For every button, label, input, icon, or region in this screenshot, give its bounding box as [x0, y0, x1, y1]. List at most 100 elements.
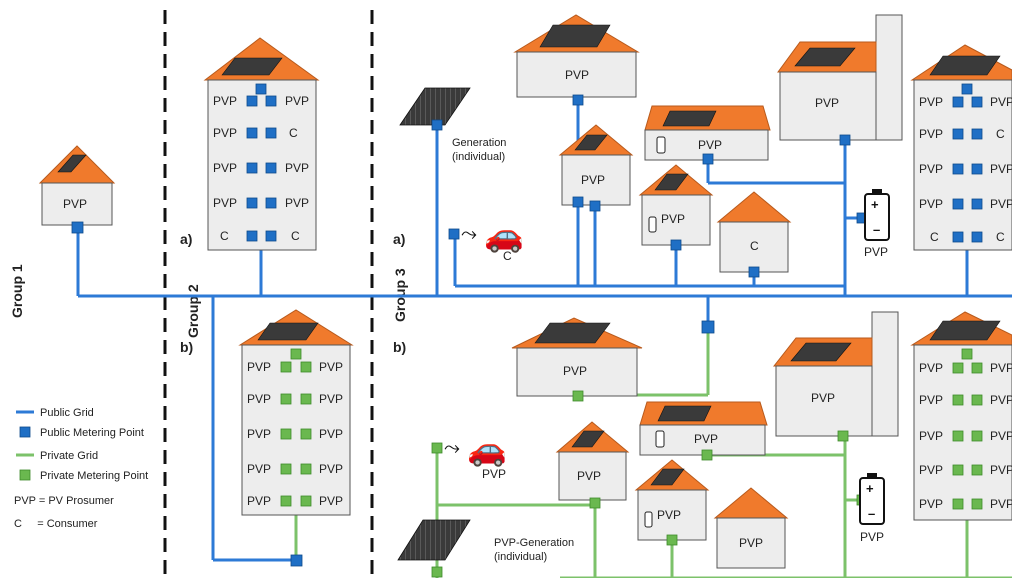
svg-text:PVP: PVP — [864, 245, 888, 259]
svg-text:PVP: PVP — [919, 393, 943, 407]
svg-text:PVP: PVP — [285, 94, 309, 108]
svg-text:PVP: PVP — [698, 138, 722, 152]
svg-text:PVP: PVP — [919, 463, 943, 477]
group3a-battery-storage: + – PVP — [856, 189, 890, 259]
ev-label-pvp: PVP — [482, 467, 506, 481]
svg-text:PVP: PVP — [565, 68, 589, 82]
svg-text:PVP: PVP — [919, 162, 943, 176]
svg-text:PVP: PVP — [990, 361, 1012, 375]
svg-text:PVP: PVP — [919, 127, 943, 141]
svg-text:PVP: PVP — [990, 463, 1012, 477]
svg-text:+: + — [871, 197, 879, 212]
solar-panel-field-group3a: Generation (individual) — [399, 87, 506, 163]
group-2-label: Group 2 — [185, 284, 201, 338]
group3a-house-consumer: C — [716, 191, 792, 278]
public-metering-point-group3b — [701, 320, 715, 334]
svg-text:PVP: PVP — [919, 429, 943, 443]
svg-text:PVP: PVP — [319, 360, 343, 374]
svg-text:PVP: PVP — [811, 391, 835, 405]
svg-text:C: C — [996, 127, 1005, 141]
ev-charger-group3b: ⤳ 🚗 PVP — [431, 430, 507, 481]
svg-text:PVP: PVP — [581, 173, 605, 187]
battery-icon — [655, 430, 665, 448]
battery-icon — [648, 216, 657, 233]
svg-text:PVP: PVP — [577, 469, 601, 483]
svg-text:PVP: PVP — [919, 95, 943, 109]
group3b-house-pvp: PVP — [713, 487, 789, 569]
ev-label-c: C — [503, 249, 512, 263]
pvp-generation-label-1: PVP-Generation — [494, 537, 574, 549]
group2a-metering-points — [246, 83, 277, 242]
plug-icon: ⤳ — [461, 221, 477, 245]
svg-text:PVP: PVP — [247, 462, 271, 476]
svg-text:PVP: PVP — [213, 161, 237, 175]
svg-text:PVP: PVP — [739, 536, 763, 550]
group3a-factory: PVP — [777, 14, 903, 146]
svg-text:PVP: PVP — [860, 530, 884, 544]
ev-charger-group3a: ⤳ 🚗 C — [448, 216, 524, 263]
legend-pvp-definition: PVP = PV Prosumer — [14, 495, 114, 507]
svg-text:PVP: PVP — [919, 497, 943, 511]
svg-text:PVP: PVP — [247, 427, 271, 441]
svg-text:PVP: PVP — [319, 494, 343, 508]
group2b-metering-points — [280, 348, 312, 567]
group3-b-label: b) — [393, 339, 406, 355]
svg-text:PVP: PVP — [319, 392, 343, 406]
legend-private-grid: Private Grid — [40, 450, 98, 462]
svg-text:–: – — [868, 506, 875, 521]
svg-text:PVP: PVP — [694, 432, 718, 446]
legend: Public Grid Public Metering Point Privat… — [14, 407, 148, 530]
svg-text:PVP: PVP — [319, 462, 343, 476]
svg-text:PVP: PVP — [319, 427, 343, 441]
battery-icon — [644, 511, 653, 528]
svg-text:PVP: PVP — [919, 361, 943, 375]
group1-house-label: PVP — [63, 197, 87, 211]
svg-text:PVP: PVP — [661, 212, 685, 226]
group3a-house-battery: PVP — [644, 105, 771, 165]
group3b-house-small-battery: PVP — [634, 459, 710, 546]
svg-text:PVP: PVP — [990, 162, 1012, 176]
legend-private-metering-point: Private Metering Point — [40, 470, 148, 482]
group3b-factory: PVP — [772, 311, 899, 442]
svg-text:PVP: PVP — [990, 197, 1012, 211]
group2-a-label: a) — [180, 231, 192, 247]
svg-text:PVP: PVP — [990, 429, 1012, 443]
svg-text:C: C — [750, 239, 759, 253]
svg-text:PVP: PVP — [247, 494, 271, 508]
svg-text:PVP: PVP — [563, 364, 587, 378]
car-icon: 🚗 — [467, 430, 507, 468]
svg-text:+: + — [866, 481, 874, 496]
svg-text:C: C — [289, 126, 298, 140]
group3-a-label: a) — [393, 231, 405, 247]
group-1-label: Group 1 — [9, 264, 25, 318]
svg-text:PVP: PVP — [285, 161, 309, 175]
svg-text:PVP: PVP — [213, 196, 237, 210]
svg-text:C: C — [291, 229, 300, 243]
svg-text:PVP: PVP — [990, 95, 1012, 109]
svg-text:C: C — [996, 230, 1005, 244]
svg-text:PVP: PVP — [213, 126, 237, 140]
legend-public-grid: Public Grid — [40, 407, 94, 419]
svg-text:PVP: PVP — [285, 196, 309, 210]
group1-house: PVP — [38, 145, 116, 226]
legend-c-definition: C = Consumer — [14, 518, 98, 530]
svg-text:PVP: PVP — [213, 94, 237, 108]
svg-text:PVP: PVP — [815, 96, 839, 110]
group2-b-label: b) — [180, 339, 193, 355]
svg-text:PVP: PVP — [247, 360, 271, 374]
plug-icon: ⤳ — [444, 435, 460, 459]
group2b-apartment-building: PVP PVP PVP PVP PVP PVP PVP PVP PVP PVP — [238, 309, 354, 516]
group3b-house-large: PVP — [511, 317, 643, 402]
svg-text:PVP: PVP — [247, 392, 271, 406]
group3b-house-battery: PVP — [639, 401, 768, 461]
solar-panel-field-group3b: PVP-Generation (individual) — [397, 519, 574, 578]
pvp-generation-label-2: (individual) — [494, 551, 547, 563]
svg-text:PVP: PVP — [990, 393, 1012, 407]
svg-text:C: C — [930, 230, 939, 244]
svg-text:–: – — [873, 222, 880, 237]
group3a-house-small-pvp: PVP — [558, 124, 634, 212]
battery-icon — [656, 136, 666, 154]
